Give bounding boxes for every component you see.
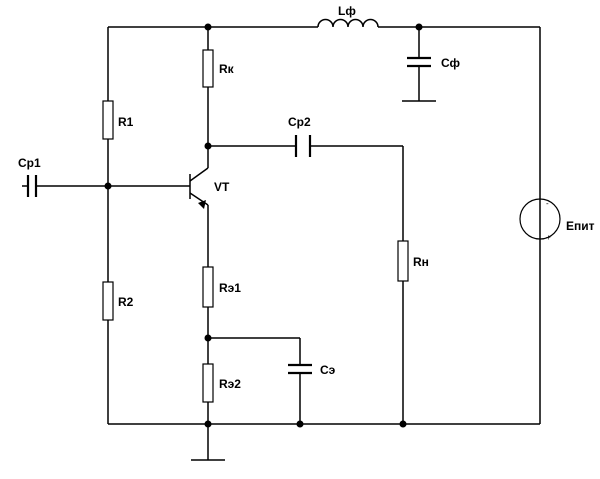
resistor-rk-label: Rк — [219, 62, 235, 76]
resistor-r1: R1 — [102, 100, 134, 140]
junction-dot — [104, 182, 112, 190]
capacitor-cp1: Ср1 — [18, 156, 41, 197]
junction-dot — [415, 23, 423, 31]
transistor-vt: VT — [189, 167, 230, 209]
junction-dots — [104, 23, 423, 428]
junction-dot — [296, 420, 304, 428]
supply-label: Епит — [566, 219, 595, 233]
resistor-re2: Rэ2 — [202, 363, 241, 403]
resistor-r1-label: R1 — [118, 115, 134, 129]
capacitor-cp2-label: Ср2 — [288, 115, 311, 129]
supply-plus-sign: + — [546, 233, 551, 242]
resistor-r2: R2 — [102, 281, 134, 321]
inductor-label: Lф — [338, 4, 356, 18]
junction-dot — [399, 420, 407, 428]
resistor-re2-label: Rэ2 — [219, 377, 241, 391]
capacitor-cf-label: Сф — [441, 56, 461, 70]
transistor-label: VT — [214, 180, 230, 194]
junction-dot — [204, 334, 212, 342]
junction-dot — [204, 23, 212, 31]
inductor-lf: Lф — [317, 4, 379, 28]
capacitor-cf: Сф — [407, 56, 461, 70]
resistor-r2-label: R2 — [118, 295, 134, 309]
resistor-rk: Rк — [202, 49, 235, 88]
capacitor-ce-label: Сэ — [320, 363, 336, 377]
resistor-rn: Rн — [397, 240, 429, 282]
wires — [22, 26, 541, 460]
capacitor-cp1-label: Ср1 — [18, 156, 41, 170]
resistor-rn-label: Rн — [413, 255, 429, 269]
supply-minus-sign: - — [546, 199, 549, 208]
resistor-re1-label: Rэ1 — [219, 281, 241, 295]
resistor-re1: Rэ1 — [202, 266, 241, 308]
voltage-source-epit: - + Епит — [519, 198, 595, 242]
capacitor-cp2: Ср2 — [288, 115, 312, 157]
junction-dot — [204, 142, 212, 150]
emitter-arrow-icon — [198, 200, 206, 209]
junction-dot — [204, 420, 212, 428]
capacitor-ce: Сэ — [288, 363, 336, 377]
